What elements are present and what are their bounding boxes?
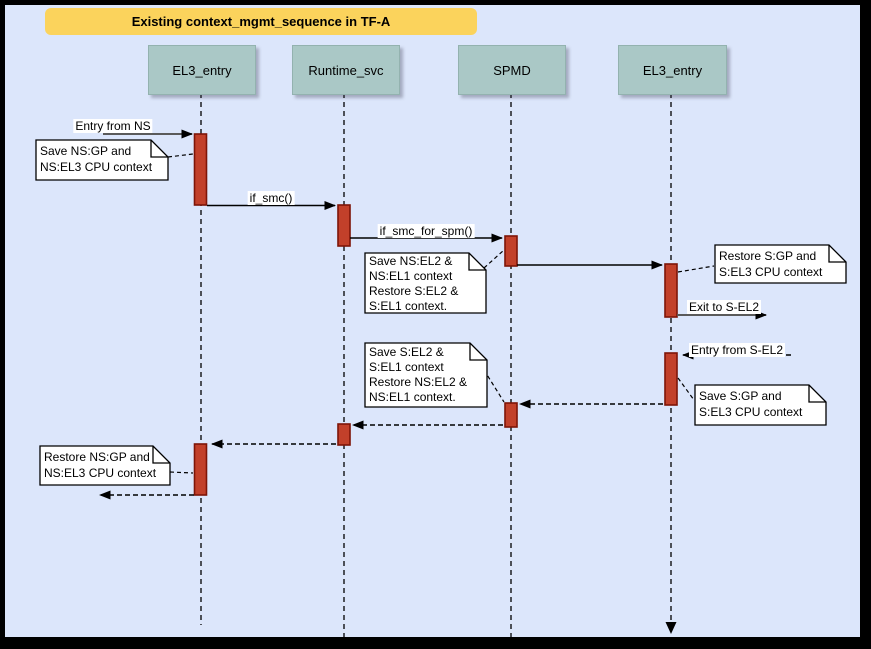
note-text-restore-ns-gp: Restore NS:GP and NS:EL3 CPU context bbox=[44, 450, 157, 480]
lifeline-header-el3-entry-1: EL3_entry bbox=[148, 45, 256, 95]
message-label-exit-to-s-el2: Exit to S-EL2 bbox=[686, 300, 762, 314]
lifeline-label: EL3_entry bbox=[172, 62, 232, 78]
diagram-page bbox=[5, 5, 860, 637]
message-label-entry-from-s-el2: Entry from S-EL2 bbox=[688, 343, 786, 357]
note-text-save-ns-el2: Save NS:EL2 & NS:EL1 context Restore S:E… bbox=[369, 254, 459, 313]
message-label-if-smc: if_smc() bbox=[247, 191, 295, 205]
diagram-title: Existing context_mgmt_sequence in TF-A bbox=[45, 8, 477, 35]
lifeline-label: SPMD bbox=[493, 62, 531, 78]
note-text-restore-s-gp: Restore S:GP and S:EL3 CPU context bbox=[719, 249, 823, 279]
lifeline-label: Runtime_svc bbox=[308, 62, 384, 78]
message-label-if-smc-for-spm: if_smc_for_spm() bbox=[377, 224, 475, 238]
note-text-save-s-el2: Save S:EL2 & S:EL1 context Restore NS:EL… bbox=[369, 345, 468, 404]
lifeline-label: EL3_entry bbox=[642, 62, 703, 78]
note-text-save-s-gp: Save S:GP and S:EL3 CPU context bbox=[699, 389, 803, 419]
lifeline-header-spmd: SPMD bbox=[458, 45, 566, 95]
message-label-entry-from-ns: Entry from NS bbox=[73, 119, 153, 133]
lifeline-header-el3-entry-2: EL3_entry bbox=[618, 45, 727, 95]
lifeline-header-runtime-svc: Runtime_svc bbox=[292, 45, 400, 95]
note-text-save-ns-gp: Save NS:GP and NS:EL3 CPU context bbox=[40, 144, 153, 174]
